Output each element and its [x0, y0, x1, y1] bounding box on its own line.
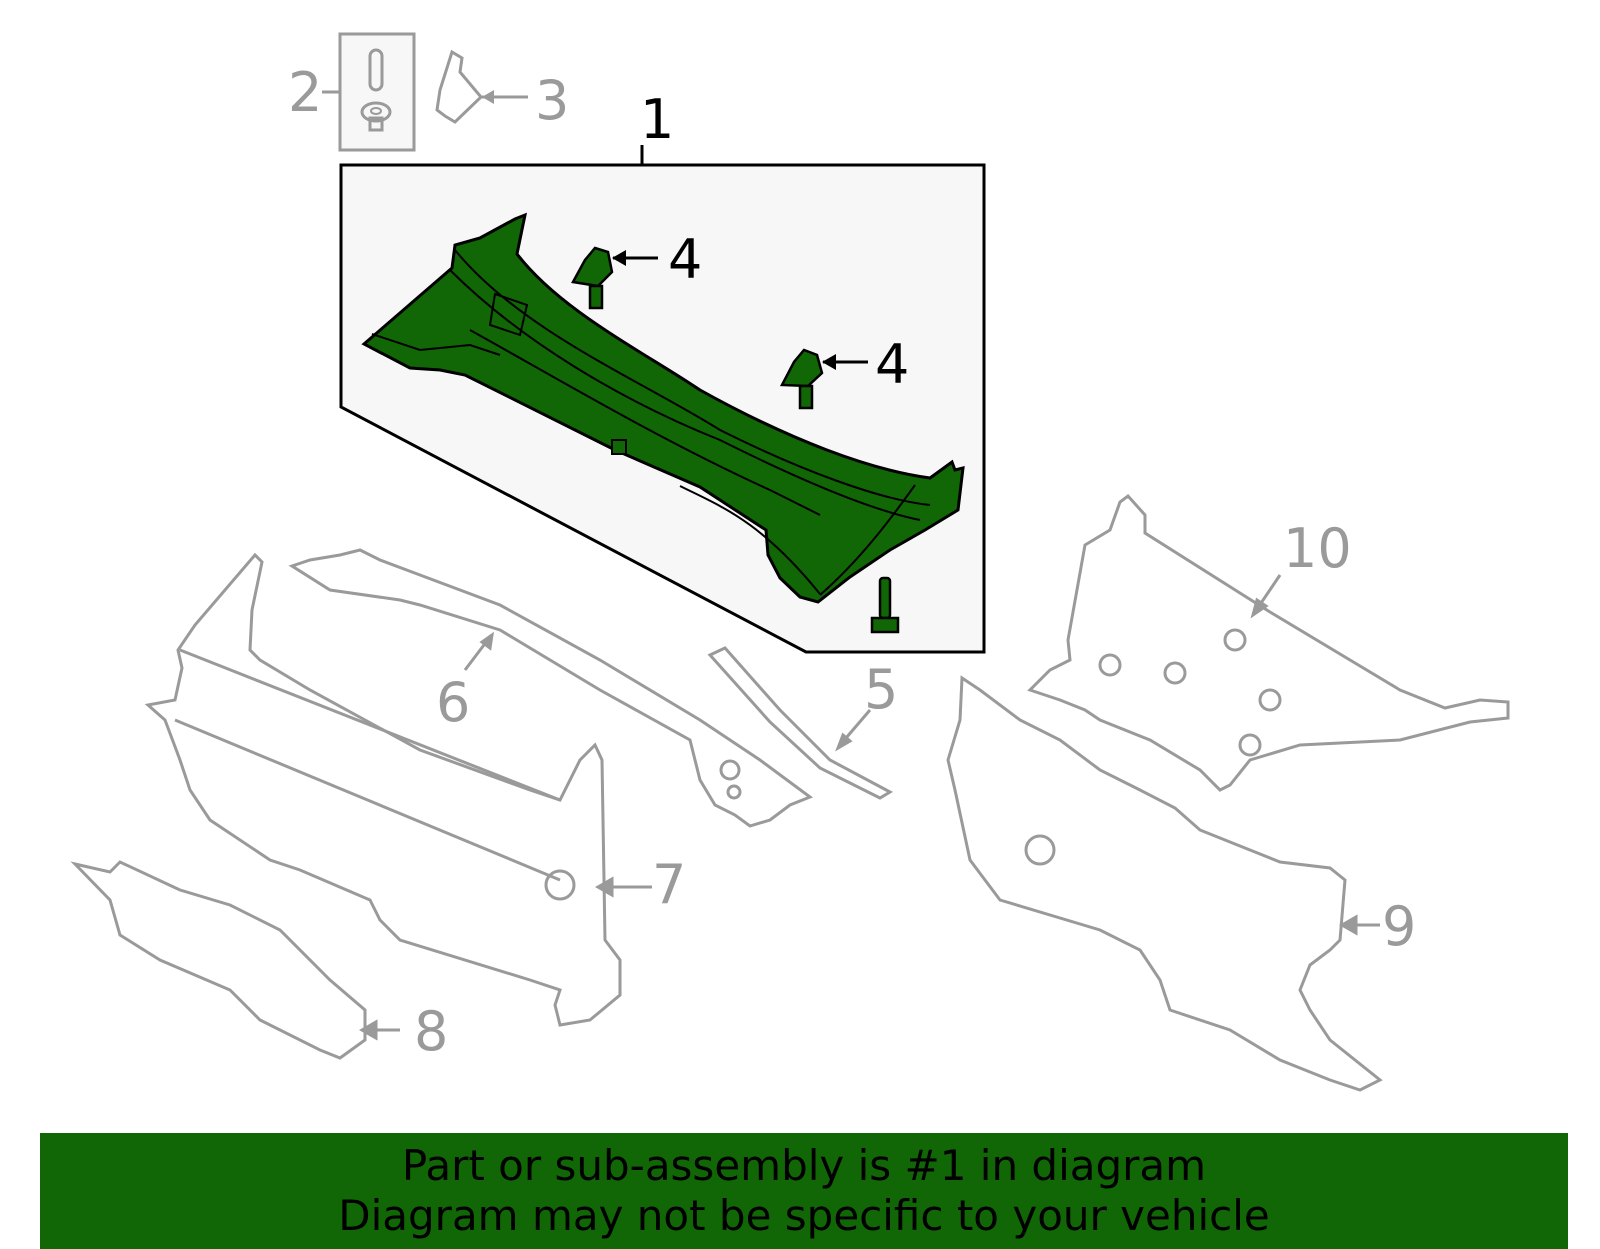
bracket-part-3	[435, 49, 528, 124]
clip-part-4b	[779, 348, 868, 410]
cross-member-part-6	[288, 548, 814, 828]
dash-panel-part-9	[946, 675, 1383, 1092]
callout-1: 1	[640, 88, 675, 151]
cowl-panel-part-1	[361, 212, 965, 604]
fastener-kit-box	[322, 32, 416, 152]
callout-4a: 4	[668, 228, 703, 291]
callout-7: 7	[652, 853, 687, 916]
bolt	[870, 576, 900, 634]
banner-line-2: Diagram may not be specific to your vehi…	[338, 1191, 1270, 1240]
callout-8: 8	[414, 1000, 449, 1063]
info-banner: Part or sub-assembly is #1 in diagram Di…	[40, 1133, 1568, 1249]
seal-part-5	[707, 646, 894, 800]
floor-panel-part-10	[1027, 493, 1510, 792]
callout-10: 10	[1283, 517, 1352, 580]
callout-3: 3	[535, 69, 570, 132]
clip-part-4a	[571, 246, 658, 310]
callout-6: 6	[436, 671, 471, 734]
callout-9: 9	[1382, 895, 1417, 958]
dash-panel-part-7	[144, 552, 652, 1027]
callout-2: 2	[288, 61, 323, 124]
banner-line-1: Part or sub-assembly is #1 in diagram	[401, 1141, 1207, 1190]
callout-4b: 4	[875, 333, 910, 396]
lower-panel-part-8	[70, 860, 400, 1060]
callout-5: 5	[864, 658, 899, 721]
